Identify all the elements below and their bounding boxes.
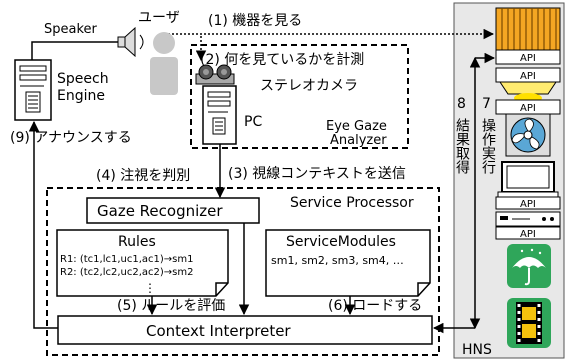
service-modules-title: ServiceModules (286, 234, 396, 250)
monitor-icon (498, 162, 558, 197)
step3-label: (3) 視線コンテキストを送信 (228, 166, 406, 182)
hns-label: HNS (462, 342, 492, 358)
rule-1: R1: (tc1,lc1,uc1,ac1)→sm1 (60, 254, 194, 265)
api-label-1: API (520, 53, 536, 64)
eye-gaze-label-1: Eye Gaze (326, 119, 387, 134)
step4-label: (4) 注視を判別 (96, 168, 190, 184)
api-label-4: API (520, 199, 536, 210)
pc-label: PC (244, 114, 262, 130)
speech-engine-pc-icon (15, 60, 51, 120)
service-modules-list: sm1, sm2, sm3, sm4, … (271, 254, 404, 267)
step8-text: 結果取得 (454, 118, 470, 174)
step9-label: (9) アナウンスする (10, 130, 132, 146)
rules-ellipsis: ⋮ (144, 281, 156, 295)
user-icon (150, 32, 178, 95)
umbrella-icon (507, 244, 551, 288)
fan-icon (506, 114, 550, 156)
speech-engine-label-1: Speech (57, 71, 109, 87)
speech-engine-label-2: Engine (57, 88, 105, 104)
api-label-2: API (520, 71, 536, 82)
speaker-label: Speaker (44, 22, 98, 37)
stereo-camera-label: ステレオカメラ (260, 78, 358, 94)
step6-label: (6) ロードする (328, 298, 422, 314)
context-interpreter-label: Context Interpreter (146, 322, 291, 340)
step7-text: 操作実行 (480, 118, 496, 175)
rules-title: Rules (118, 234, 156, 250)
step7-number: 7 (482, 96, 491, 112)
service-processor-label: Service Processor (290, 195, 414, 211)
tv-panel-icon (496, 8, 560, 50)
speaker-connection (32, 42, 118, 60)
user-label: ユーザ (138, 10, 180, 26)
pc-tower-icon (203, 86, 236, 144)
step8-number: 8 (457, 96, 466, 112)
gaze-recognizer-label: Gaze Recognizer (97, 202, 223, 220)
step1-label: (1) 機器を見る (208, 13, 302, 29)
step5-label: (5) ルールを評価 (117, 298, 225, 314)
rule-2: R2: (tc2,lc2,uc2,ac2)→sm2 (60, 267, 194, 278)
eye-gaze-label-2: Analyzer (330, 133, 387, 148)
video-deck-icon (496, 212, 560, 226)
api-label-3: API (520, 103, 536, 114)
api-label-5: API (520, 229, 536, 240)
film-icon (507, 298, 551, 348)
speaker-icon (118, 28, 143, 56)
